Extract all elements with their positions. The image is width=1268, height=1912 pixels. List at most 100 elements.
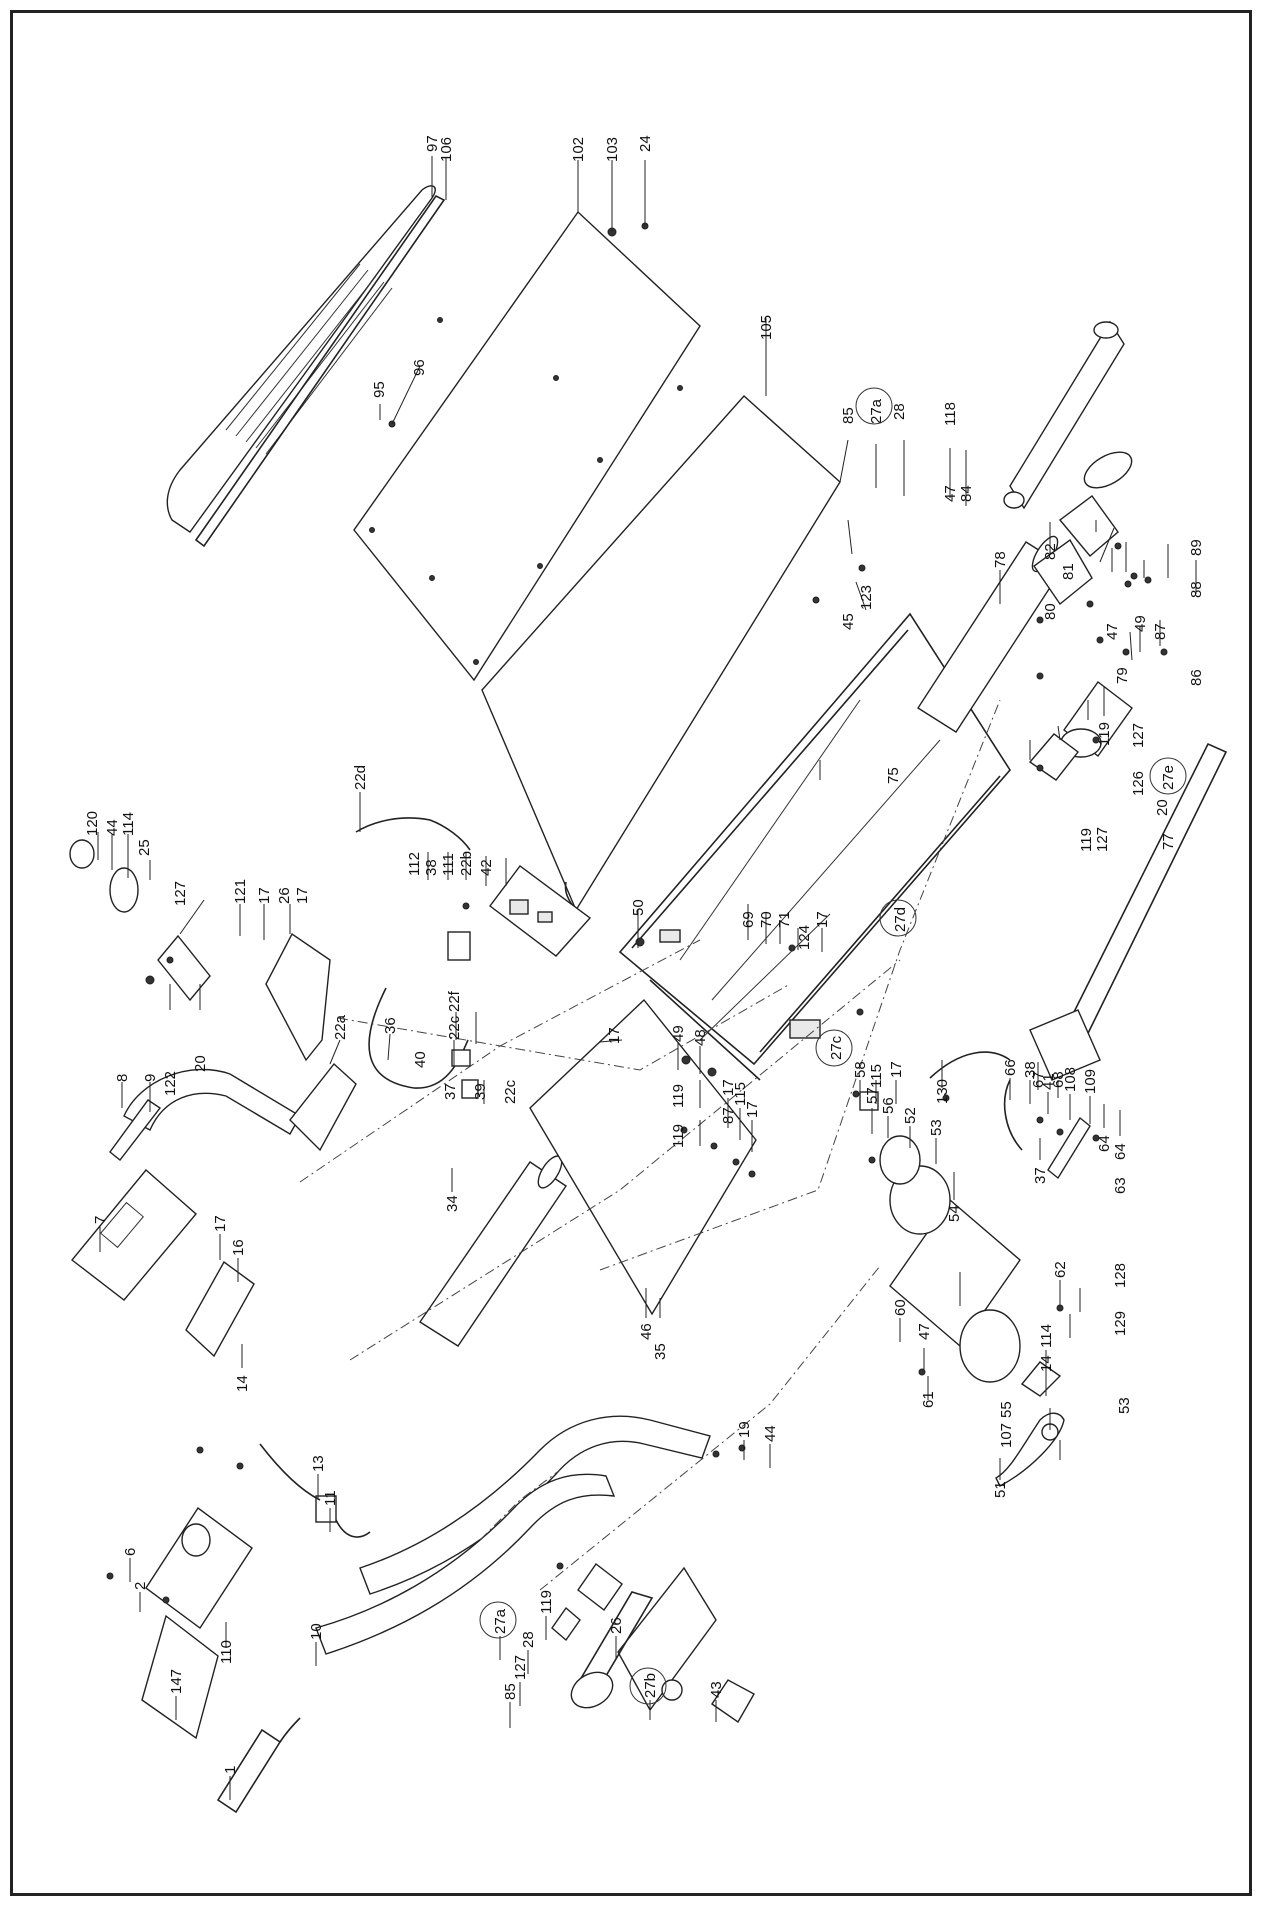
label-24: 24	[637, 135, 654, 152]
label-119-mid-a: 119	[670, 1084, 687, 1108]
label-111: 111	[440, 853, 457, 876]
label-81: 81	[1060, 563, 1077, 580]
label-40: 40	[412, 1051, 429, 1068]
label-22b: 22b	[458, 851, 475, 876]
label-82: 82	[1042, 543, 1059, 560]
label-64-a: 64	[1096, 1135, 1113, 1152]
label-34: 34	[444, 1195, 461, 1212]
label-108: 108	[1062, 1067, 1079, 1092]
console-bracket-16	[185, 1260, 255, 1358]
label-8: 8	[114, 1074, 131, 1082]
label-13: 13	[310, 1455, 327, 1472]
label-35: 35	[652, 1343, 669, 1360]
part-labels: 97 106 102 103 24 105 96 95 85 27a 28 11…	[84, 135, 1205, 1774]
label-85-top: 85	[840, 407, 857, 424]
label-123: 123	[858, 585, 875, 610]
label-88: 88	[1188, 581, 1205, 598]
label-115-mid: 115	[868, 1064, 885, 1088]
label-19: 19	[736, 1421, 753, 1438]
label-25: 25	[136, 839, 153, 856]
console-7	[71, 1168, 197, 1301]
label-45: 45	[840, 613, 857, 630]
label-60: 60	[892, 1299, 909, 1316]
component-40	[451, 1049, 471, 1067]
deck-holes	[369, 317, 683, 665]
bracket-26-bottom	[617, 1566, 717, 1712]
label-20-right: 20	[1154, 799, 1171, 816]
motor-cover-46	[529, 998, 757, 1316]
label-27d: 27d	[892, 907, 909, 932]
label-85-bottom: 85	[502, 1683, 519, 1700]
front-roller-34	[419, 1161, 567, 1347]
label-89: 89	[1188, 539, 1205, 556]
label-53-bottom: 53	[1116, 1397, 1133, 1414]
label-86: 86	[1188, 669, 1205, 686]
label-58: 58	[852, 1061, 869, 1078]
upright-20	[157, 934, 211, 1002]
label-115-cover: 115	[732, 1082, 749, 1106]
label-69: 69	[740, 911, 757, 928]
label-107: 107	[998, 1423, 1015, 1448]
leader-lines	[97, 156, 1197, 1800]
label-47-motor: 47	[916, 1323, 933, 1340]
end-cap-28-top	[1033, 538, 1093, 606]
label-87-right: 87	[1152, 623, 1169, 640]
label-87-mid: 87	[720, 1107, 737, 1124]
label-49-mid: 49	[670, 1025, 687, 1042]
label-127-upright: 127	[172, 881, 189, 906]
label-80: 80	[1042, 603, 1059, 620]
label-124: 124	[796, 925, 813, 950]
label-127-bottom-asm: 127	[512, 1655, 529, 1680]
label-110: 110	[218, 1640, 235, 1664]
cable-13	[259, 1443, 371, 1538]
label-103: 103	[604, 137, 621, 162]
label-119-bottom-asm: 119	[538, 1590, 555, 1614]
label-52: 52	[902, 1107, 919, 1124]
label-78: 78	[992, 551, 1009, 568]
label-28-top: 28	[891, 403, 908, 420]
label-71: 71	[776, 911, 793, 928]
label-17-upright-b: 17	[294, 887, 311, 904]
diagram-frame	[10, 10, 1252, 1896]
label-27e: 27e	[1160, 765, 1177, 790]
rail-ribs	[225, 263, 393, 455]
center-lines	[299, 699, 1001, 1591]
label-95: 95	[371, 381, 388, 398]
label-48: 48	[692, 1029, 709, 1046]
label-46: 46	[638, 1323, 655, 1340]
label-112: 112	[406, 852, 423, 876]
label-126: 126	[1130, 771, 1147, 796]
label-22f: 22f	[446, 990, 463, 1012]
label-50: 50	[630, 899, 647, 916]
label-41: 41	[1040, 1073, 1057, 1090]
label-84: 84	[958, 485, 975, 502]
handlebar-11	[359, 1415, 711, 1595]
label-27a-bottom: 27a	[492, 1608, 509, 1634]
label-36: 36	[382, 1017, 399, 1034]
sensor-cable-130	[929, 1051, 1011, 1079]
label-14-motor: 14	[1038, 1355, 1055, 1372]
label-127-bottom: 127	[1094, 827, 1111, 852]
label-9: 9	[142, 1074, 159, 1082]
clip-43	[711, 1679, 755, 1724]
label-63: 63	[1112, 1177, 1129, 1194]
label-120: 120	[84, 811, 101, 836]
pulley-85-top	[1083, 451, 1133, 489]
label-109: 109	[1082, 1069, 1099, 1094]
label-53-top: 53	[928, 1119, 945, 1136]
label-11: 11	[322, 1490, 339, 1506]
grip-8	[109, 1099, 162, 1161]
label-2: 2	[132, 1582, 149, 1590]
label-22c-b: 22c	[502, 1079, 519, 1104]
label-70: 70	[758, 911, 775, 928]
label-7: 7	[92, 1216, 109, 1224]
switch-13	[315, 1495, 337, 1523]
lift-housing-67	[1029, 1009, 1101, 1081]
label-97: 97	[424, 135, 441, 152]
label-17-console: 17	[212, 1215, 229, 1232]
wire-66	[1003, 1079, 1023, 1151]
handlebar-22a	[289, 1062, 357, 1152]
label-1: 1	[222, 1766, 239, 1774]
label-44-top: 44	[104, 819, 121, 836]
